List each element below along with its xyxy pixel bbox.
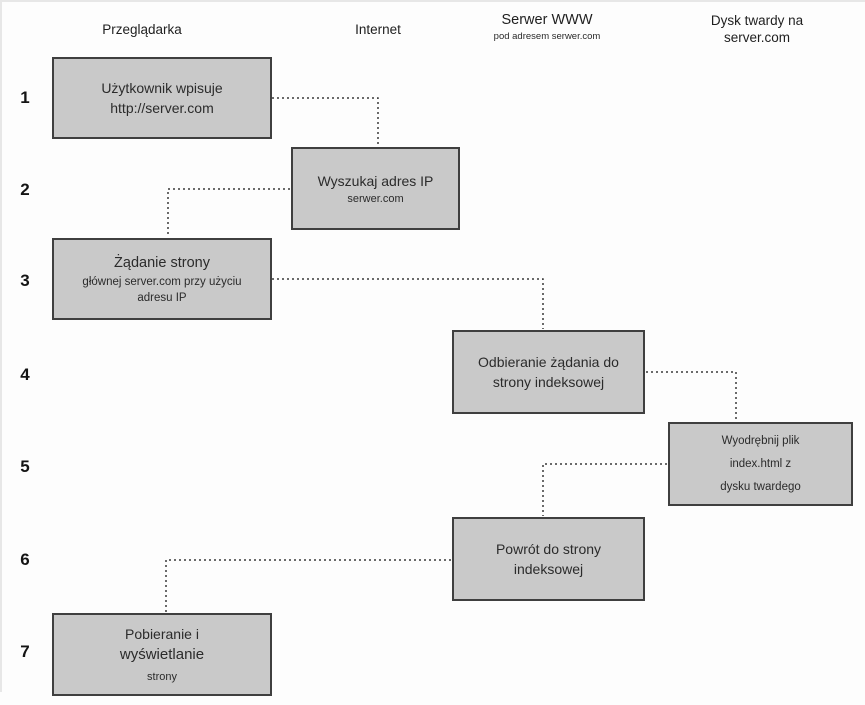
- connector-step1-step2: [272, 97, 379, 146]
- step-box-3-request-page: Żądanie strony głównej server.com przy u…: [52, 238, 272, 320]
- step-box-line: Wyszukaj adres IP: [317, 172, 434, 189]
- step-box-line: Żądanie strony: [114, 254, 210, 271]
- step-box-line: Odbieranie żądania do: [478, 354, 619, 370]
- step-box-2-lookup-ip: Wyszukaj adres IP serwer.com: [291, 147, 460, 230]
- connector-step5-step6: [542, 463, 667, 516]
- connector-step3-step4: [272, 278, 544, 329]
- row-number-5: 5: [20, 457, 30, 476]
- step-box-line: strony indeksowej: [492, 374, 605, 390]
- column-title: Dysk twardy na: [710, 13, 804, 28]
- row-number-2: 2: [20, 180, 30, 199]
- column-header-hard-drive: Dysk twardy na server.com: [667, 12, 847, 46]
- step-box-line: Użytkownik wpisuje: [101, 80, 223, 96]
- step-box-line: indeksowej: [513, 561, 584, 577]
- column-title: Internet: [355, 22, 401, 37]
- step-box-6-return-page: Powrót do strony indeksowej: [452, 517, 645, 601]
- step-box-line: adresu IP: [137, 291, 187, 304]
- connector-step2-step3: [167, 188, 290, 237]
- step-box-line: Pobieranie i: [125, 626, 199, 642]
- row-number-3: 3: [20, 271, 30, 290]
- row-number-7: 7: [20, 642, 30, 661]
- step-box-line: wyświetlanie: [119, 646, 205, 663]
- step-box-line: serwer.com: [347, 192, 404, 205]
- step-box-5-extract-file: Wyodrębnij plik index.html z dysku tward…: [668, 422, 853, 506]
- step-box-line: strony: [147, 671, 177, 683]
- connector-step6-step7: [165, 559, 451, 612]
- step-box-line: dysku twardego: [720, 480, 801, 493]
- column-subtitle: server.com: [723, 30, 791, 45]
- connector-step4-step5: [646, 371, 737, 421]
- column-header-web-server: Serwer WWW pod adresem serwer.com: [457, 11, 637, 43]
- step-box-7-download-display: Pobieranie i wyświetlanie strony: [52, 613, 272, 696]
- step-box-line: głównej server.com przy użyciu: [82, 275, 242, 288]
- column-title: Przeglądarka: [102, 22, 182, 37]
- row-number-6: 6: [20, 550, 30, 569]
- step-box-line: Powrót do strony: [495, 541, 602, 557]
- figure-bottom-edge: [0, 0, 865, 2]
- step-box-4-receive-request: Odbieranie żądania do strony indeksowej: [452, 330, 645, 414]
- row-number-1: 1: [20, 88, 30, 107]
- column-subtitle: pod adresem serwer.com: [493, 31, 601, 42]
- figure-left-edge: [0, 0, 2, 692]
- row-number-4: 4: [20, 365, 30, 384]
- step-box-1-user-types-url: Użytkownik wpisuje http://server.com: [52, 57, 272, 139]
- column-header-internet: Internet: [298, 21, 458, 38]
- step-box-line: http://server.com: [110, 100, 214, 116]
- column-title: Serwer WWW: [501, 12, 593, 28]
- step-box-line: Wyodrębnij plik: [721, 434, 800, 447]
- column-header-browser: Przeglądarka: [62, 21, 222, 38]
- step-box-line: index.html z: [729, 457, 792, 470]
